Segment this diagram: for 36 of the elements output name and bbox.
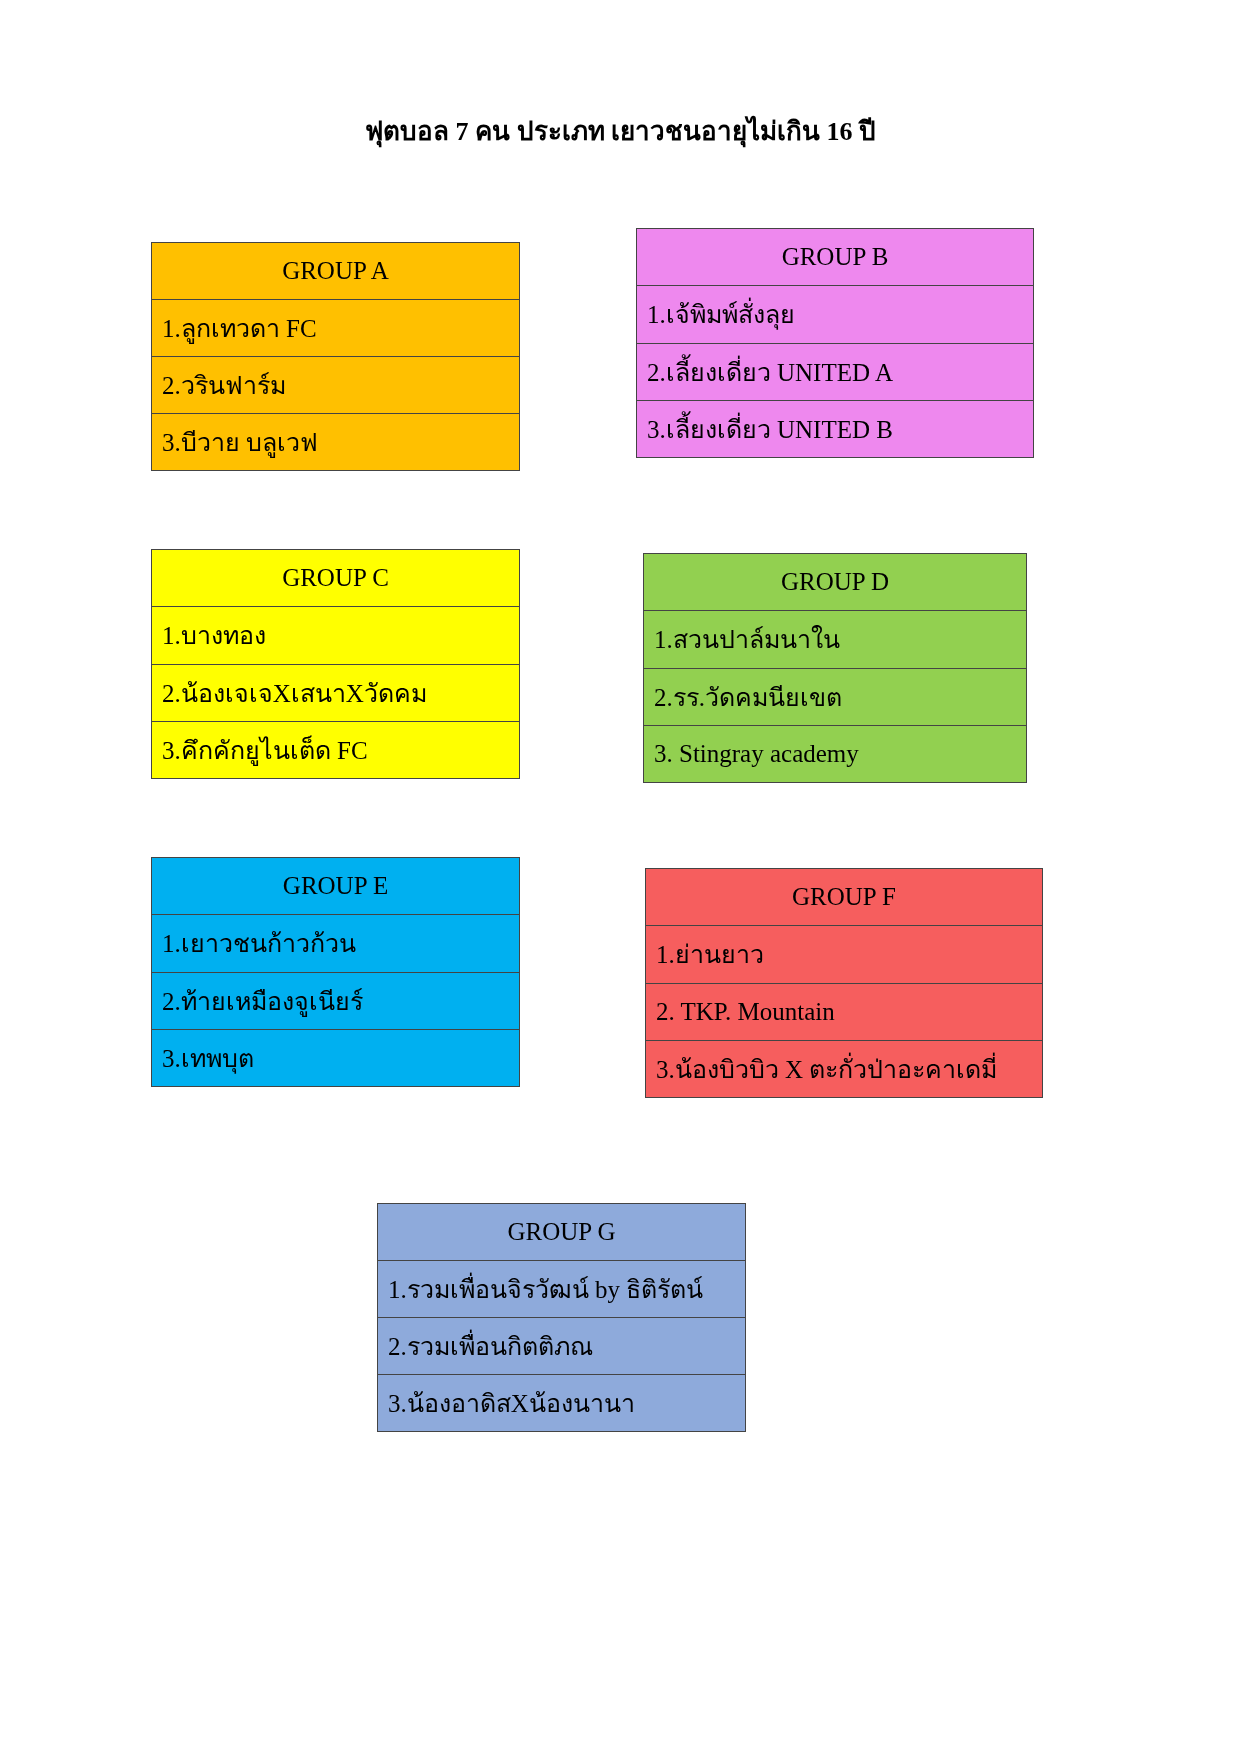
group-table (151, 857, 520, 1087)
group-table (377, 1203, 746, 1432)
team-name: 1.รวมเพื่อนจิรวัฒน์ by ธิติรัตน์ (388, 1269, 704, 1309)
group-table (645, 868, 1043, 1098)
team-name: 1.เจ้พิมพ์สั่งลุย (647, 294, 795, 335)
team-name: 1.สวนปาล์มนาใน (654, 624, 840, 656)
team-name: 3.เทพบุต (162, 1043, 254, 1076)
group-table (643, 553, 1027, 783)
team-name: 2.รร.วัดคมนียเขต (654, 682, 842, 713)
group-table (151, 549, 520, 779)
team-name: 2.วรินฟาร์ม (162, 371, 286, 401)
group-heading: GROUP C (282, 564, 389, 593)
team-name: 2.รวมเพื่อนกิตติภณ (388, 1326, 593, 1366)
team-name: 2.เลี้ยงเดี่ยว UNITED A (647, 351, 893, 392)
group-heading: GROUP B (781, 243, 889, 272)
team-name: 1.ลูกเทวดา FC (162, 314, 317, 346)
group-heading: GROUP G (507, 1218, 616, 1246)
team-name: 1.เยาวชนก้าวก้วน (162, 929, 356, 960)
team-name: 1.บางทอง (162, 621, 266, 652)
group-heading: GROUP A (282, 257, 389, 285)
team-name: 3.บีวาย บลูเวฟ (162, 428, 318, 460)
group-heading: GROUP F (792, 883, 896, 912)
group-heading: GROUP D (780, 568, 890, 597)
team-name: 1.ย่านยาว (656, 940, 764, 971)
team-name: 3.คึกคักยูไนเต็ด FC (162, 734, 368, 768)
page-title: ฟุตบอล 7 คน ประเภท เยาวชนอายุไม่เกิน 16 ปี (364, 114, 877, 150)
team-name: 3.น้องบิวบิว X ตะกั่วป่าอะคาเดมี่ (656, 1048, 998, 1089)
group-table (636, 228, 1034, 458)
team-name: 3.น้องอาดิสXน้องนานา (388, 1389, 635, 1419)
team-name: 2.ท้ายเหมืองจูเนียร์ (162, 986, 363, 1019)
team-name: 3.เลี้ยงเดี่ยว UNITED B (647, 408, 893, 449)
group-heading: GROUP E (282, 872, 389, 901)
team-name: 2. TKP. Mountain (656, 997, 835, 1026)
team-name: 3. Stingray academy (654, 739, 859, 768)
team-name: 2.น้องเจเจXเสนาXวัดคม (162, 678, 427, 709)
group-table (151, 242, 520, 471)
